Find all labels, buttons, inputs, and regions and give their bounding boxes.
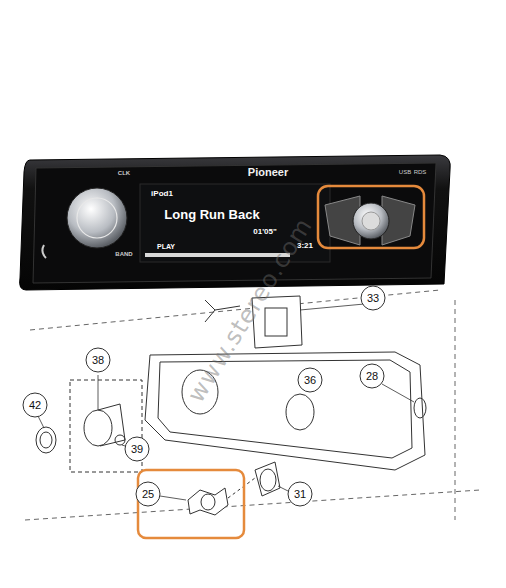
callout-number: 25 [142,489,154,500]
callout-number: 38 [92,355,104,366]
callout-number: 31 [294,489,306,500]
button-label: CLK [118,170,130,176]
callout-number: 39 [131,444,143,455]
callout-number: 33 [367,293,379,304]
display-text: PLAY [157,243,175,250]
car-stereo [20,155,451,290]
callout-number: 28 [366,371,378,382]
callout-number: 42 [29,400,41,411]
display-text: Long Run Back [164,208,259,221]
brand-name: Pioneer [248,167,288,178]
display-text: 01'05" [253,228,277,236]
panel-text: RDS [414,169,427,175]
highlight-box [318,186,424,248]
callout-number: 36 [304,375,316,386]
display-text: iPod1 [151,190,173,198]
panel-text: USB [399,169,411,175]
button-label: BAND [115,251,132,257]
